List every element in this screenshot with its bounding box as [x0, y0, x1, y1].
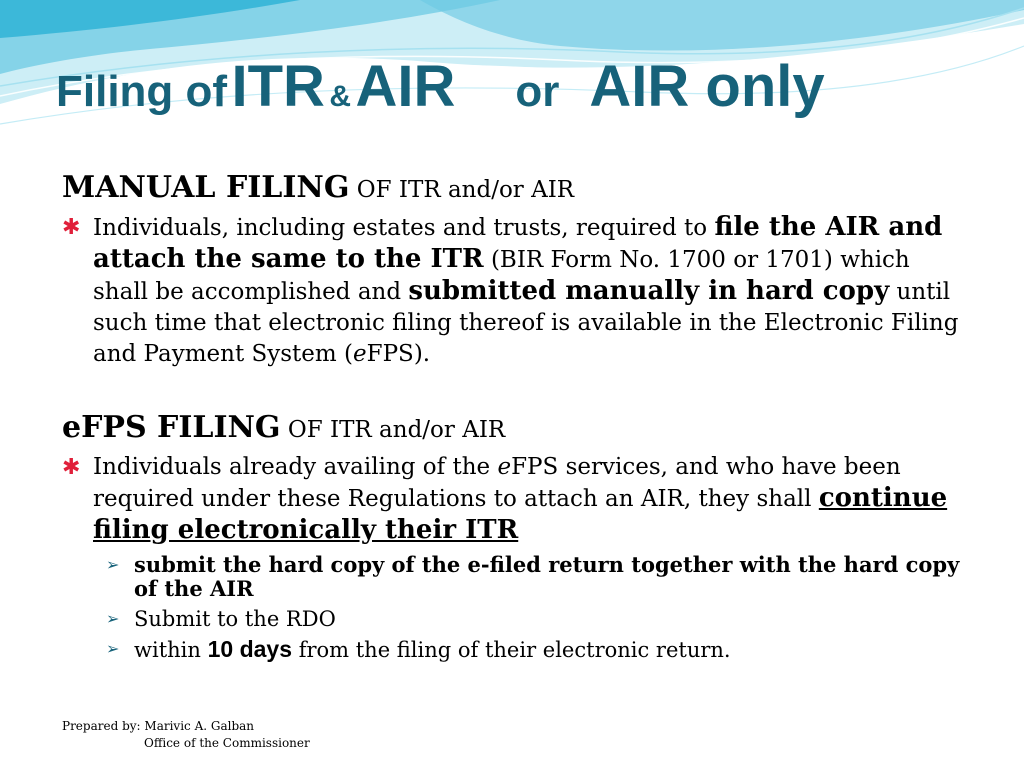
title-word-itr: ITR: [231, 54, 325, 119]
footer-credit: Prepared by: Marivic A. Galban Office of…: [62, 718, 310, 752]
footer-prepared-by: Prepared by: Marivic A. Galban: [62, 719, 255, 733]
sub-bullet-submit-hard-copy: ➢ submit the hard copy of the e-filed re…: [106, 552, 960, 601]
title-word-filing-of: Filing of: [56, 67, 228, 116]
wave-decoration: [0, 0, 1024, 125]
asterisk-icon: ✱: [62, 455, 81, 480]
arrow-right-icon: ➢: [106, 639, 120, 658]
title-ampersand: &: [329, 80, 352, 113]
footer-office: Office of the Commissioner: [144, 736, 310, 750]
title-word-air: AIR: [355, 54, 456, 119]
title-word-air-only: AIR only: [589, 54, 825, 119]
efps-filing-heading: eFPS FILING OF ITR and/or AIR: [62, 410, 506, 445]
arrow-right-icon: ➢: [106, 609, 120, 628]
asterisk-icon: ✱: [62, 215, 81, 240]
slide-body: MANUAL FILING OF ITR and/or AIR ✱ Indivi…: [62, 170, 962, 662]
manual-filing-heading: MANUAL FILING OF ITR and/or AIR: [62, 170, 575, 205]
sub-bullet-submit-rdo: ➢ Submit to the RDO: [106, 607, 336, 631]
manual-filing-bullet: ✱ Individuals, including estates and tru…: [62, 212, 959, 367]
efps-filing-bullet: ✱ Individuals already availing of the eF…: [62, 454, 948, 545]
sub-bullet-within-10-days: ➢ within 10 days from the filing of thei…: [106, 636, 731, 662]
arrow-right-icon: ➢: [106, 555, 120, 574]
title-word-or: or: [515, 67, 560, 116]
